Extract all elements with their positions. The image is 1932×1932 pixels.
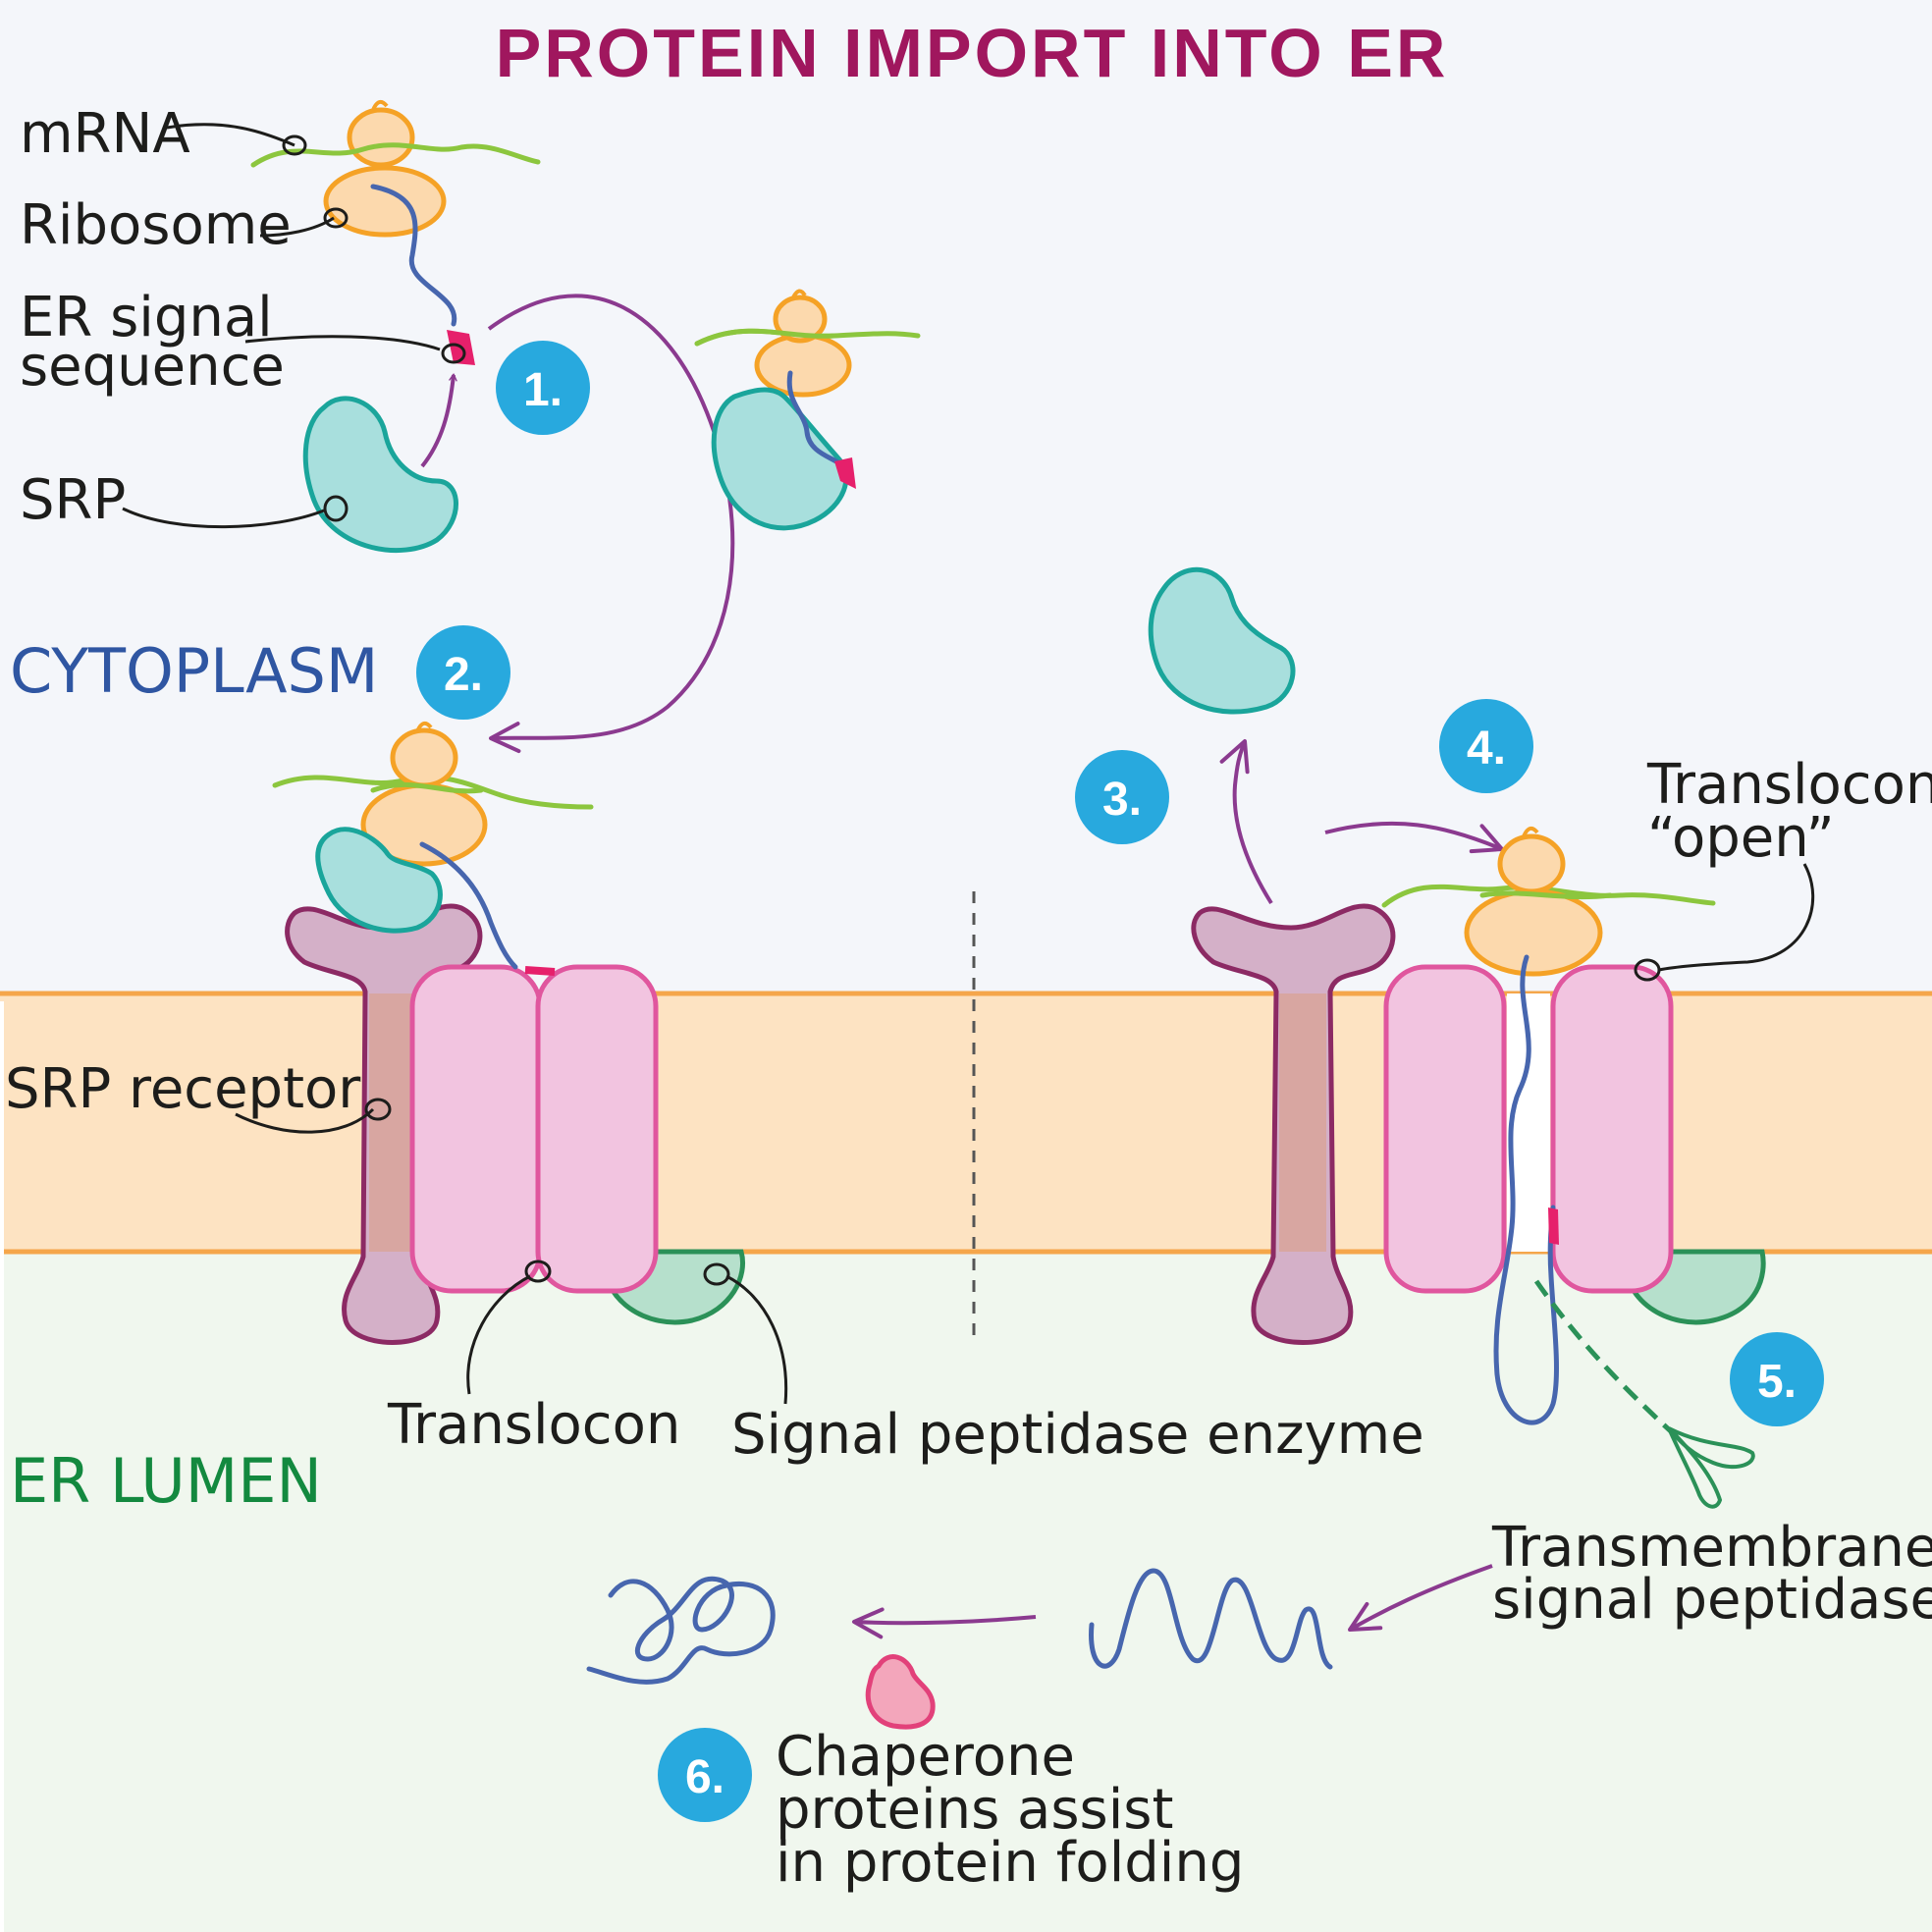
step-1-badge: 1. [496, 341, 590, 435]
chaperone-label-line1: Chaperone [776, 1725, 1075, 1789]
transmembrane-label-line1: Transmembrane [1491, 1516, 1932, 1580]
unfolded-protein [1089, 1568, 1333, 1670]
mrna-translating [1381, 884, 1716, 908]
step-5-badge: 5. [1730, 1332, 1824, 1426]
cleavage-path [1533, 1279, 1686, 1445]
cytoplasm-label: CYTOPLASM [10, 635, 378, 707]
translocon-open-half-b [1550, 964, 1674, 1294]
ribosome-translating-small [1497, 833, 1566, 894]
folded-protein [586, 1576, 776, 1685]
step-4-arrow [1324, 821, 1504, 854]
peptide-docked [419, 841, 518, 970]
translocon-left-half-a [409, 964, 543, 1294]
step-3-badge: 3. [1075, 750, 1169, 844]
translocon-open-half-a [1383, 964, 1507, 1294]
mrna-label: mRNA [20, 102, 190, 166]
step-4-badge: 4. [1439, 699, 1533, 793]
signal-peptidase-leader [725, 1274, 788, 1405]
srp-bound-complex [694, 289, 921, 531]
step-2-badge: 2. [416, 625, 510, 720]
page-title: PROTEIN IMPORT INTO ER [496, 15, 1449, 91]
mrna-strand [250, 142, 541, 168]
srp-label: SRP [20, 468, 126, 532]
srp-receptor-label: SRP receptor [5, 1057, 361, 1121]
srp-leader [122, 507, 325, 529]
legend-complex [250, 99, 541, 554]
er-lumen-background [0, 1252, 1932, 1932]
svg-text:5.: 5. [1757, 1356, 1797, 1408]
translocon-open-label-line1: Translocon [1646, 753, 1932, 817]
svg-text:3.: 3. [1102, 774, 1142, 826]
chaperone-label-line2: proteins assist [776, 1778, 1173, 1842]
translocon-open-label-line2: “open” [1647, 806, 1835, 870]
srp-binding-arrow [420, 373, 457, 468]
svg-text:1.: 1. [523, 364, 563, 416]
svg-text:4.: 4. [1467, 723, 1506, 775]
peptide-chain [370, 184, 457, 327]
translocon-left-half-b [535, 964, 659, 1294]
er-signal-label-line1: ER signal [20, 286, 273, 349]
srp-receptor-leader [235, 1107, 375, 1134]
translocon-open-leader [1658, 863, 1815, 972]
step-6-badge: 6. [658, 1728, 752, 1822]
transmembrane-label-line2: signal peptidase [1492, 1568, 1932, 1632]
signal-peptidase-label: Signal peptidase enzyme [731, 1403, 1424, 1467]
step-1-to-2-arrow [487, 294, 735, 754]
er-signal-label-line2: sequence [20, 335, 285, 399]
svg-text:2.: 2. [444, 649, 483, 701]
srp-particle [302, 396, 458, 554]
srp-docked [315, 827, 443, 934]
srp-release-arrow [1219, 739, 1273, 905]
ribosome-translating-large [1464, 888, 1603, 977]
ribosome-leader [259, 216, 335, 238]
er-lumen-label: ER LUMEN [10, 1445, 322, 1517]
translocon-leader [466, 1274, 531, 1395]
nascent-chain [1493, 954, 1559, 1425]
ribosome-small-subunit [347, 107, 415, 168]
ribosome-label: Ribosome [20, 193, 292, 257]
chaperone-protein [865, 1654, 936, 1730]
svg-text:6.: 6. [685, 1751, 724, 1803]
scissors-icon [1667, 1426, 1755, 1509]
folding-arrow [852, 1607, 1037, 1639]
er-signal-leader [244, 335, 441, 351]
ribosome-docked-small [390, 727, 458, 788]
chaperone-label-line3: in protein folding [776, 1831, 1244, 1895]
signal-sequence-cleaved [1548, 1208, 1559, 1245]
to-unfolded-arrow [1348, 1564, 1493, 1632]
translocon-label: Translocon [387, 1393, 680, 1457]
signal-sequence-docked [524, 966, 556, 976]
srp-released [1148, 566, 1296, 715]
